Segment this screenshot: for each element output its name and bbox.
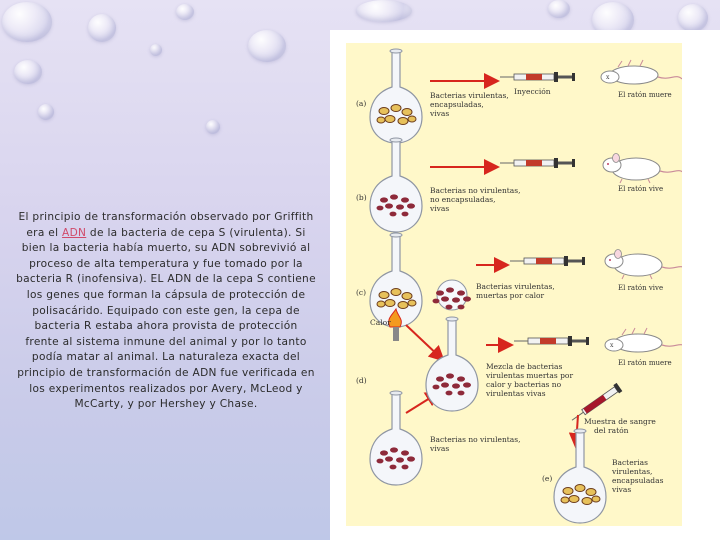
injection-label: Inyección xyxy=(514,87,551,96)
bubble-decoration xyxy=(176,4,194,20)
final-label-4: vivas xyxy=(611,485,631,494)
final-label-3: encapsuladas xyxy=(612,476,664,485)
blood-label-2: del ratón xyxy=(594,426,629,435)
row-c-result: El ratón vive xyxy=(618,284,663,292)
burner-icon xyxy=(393,327,399,341)
row-c-letter: (c) xyxy=(356,288,366,297)
final-label-2: virulentas, xyxy=(611,467,652,476)
syringe-icon xyxy=(499,157,576,169)
syringe-icon xyxy=(499,71,576,83)
flask-result xyxy=(553,428,607,524)
dead-mouse-icon xyxy=(604,327,687,353)
bubble-decoration xyxy=(206,120,220,134)
row-a: (a) Bacterias virulentas, encapsuladas, … xyxy=(356,48,683,144)
bubble-decoration xyxy=(356,0,412,22)
blood-label-1: Muestra de sangre xyxy=(584,417,656,426)
row-d-result: El ratón muere xyxy=(618,359,672,367)
heat-label: Calor xyxy=(370,318,391,327)
bubble-decoration xyxy=(150,44,162,56)
row-e-letter: (e) xyxy=(542,474,552,483)
description-paragraph: El principio de transformación observado… xyxy=(16,210,316,413)
arrow-heat-to-mix xyxy=(405,324,445,362)
blood-syringe-icon xyxy=(571,382,623,421)
flask-mix xyxy=(425,316,479,412)
flask-live-rough xyxy=(369,390,423,486)
row-a-result: El ratón muere xyxy=(618,91,672,99)
row-b-letter: (b) xyxy=(356,193,367,202)
row-b-result: El ratón vive xyxy=(618,185,663,193)
row-b-label-2: no encapsuladas, xyxy=(430,195,496,204)
bubble-decoration xyxy=(14,60,42,84)
flask-a xyxy=(369,48,423,144)
row-a-label-3: vivas xyxy=(429,109,449,118)
mix-label-2: virulentas muertas por xyxy=(485,371,573,380)
bubble-decoration xyxy=(2,2,52,42)
flask-b xyxy=(369,137,423,233)
mix-label-1: Mezcla de bacterias xyxy=(486,362,563,371)
bubble-decoration xyxy=(678,4,708,32)
syringe-icon xyxy=(513,335,590,347)
row-a-label-2: encapsuladas, xyxy=(430,100,484,109)
dead-mouse-icon xyxy=(600,59,683,85)
magnified-bacteria-c xyxy=(436,279,468,311)
live-mouse-icon xyxy=(604,248,687,280)
adn-link[interactable]: ADN xyxy=(62,226,87,239)
live-label-1: Bacterias no virulentas, xyxy=(430,435,521,444)
row-d: (d) Mezcla de bacterias virulentas muert… xyxy=(356,316,687,524)
live-label-2: vivas xyxy=(429,444,449,453)
row-b: (b) Bacterias no virulentas, no encapsul… xyxy=(356,137,685,233)
final-label-1: Bacterias xyxy=(612,458,648,467)
bubble-decoration xyxy=(88,14,116,42)
griffith-diagram-svg: x (a) Bacterias virulentas, enc xyxy=(356,48,687,524)
flame-icon xyxy=(388,307,402,328)
row-b-label-3: vivas xyxy=(429,204,449,213)
row-c: (c) Calor Bacterias virulentas, muertas … xyxy=(356,232,687,341)
live-mouse-icon xyxy=(602,152,685,184)
row-b-label-1: Bacterias no virulentas, xyxy=(430,186,521,195)
syringe-icon xyxy=(509,255,586,267)
paragraph-text-start: El principio de transformación observado… xyxy=(18,211,314,239)
griffith-experiment-figure: x (a) Bacterias virulentas, enc xyxy=(346,43,687,526)
row-a-letter: (a) xyxy=(356,99,366,108)
mix-label-3: calor y bacterias no xyxy=(486,380,562,389)
paragraph-text-end: de la bacteria de cepa S (virulenta). Si… xyxy=(16,226,316,411)
row-a-label-1: Bacterias virulentas, xyxy=(430,91,509,100)
row-c-label-2: muertas por calor xyxy=(476,291,545,300)
row-d-letter: (d) xyxy=(356,376,367,385)
row-c-label-1: Bacterias virulentas, xyxy=(476,282,555,291)
bubble-decoration xyxy=(548,0,570,18)
bubble-decoration xyxy=(38,104,54,120)
bubble-decoration xyxy=(248,30,286,62)
mix-label-4: virulentas vivas xyxy=(485,389,546,398)
